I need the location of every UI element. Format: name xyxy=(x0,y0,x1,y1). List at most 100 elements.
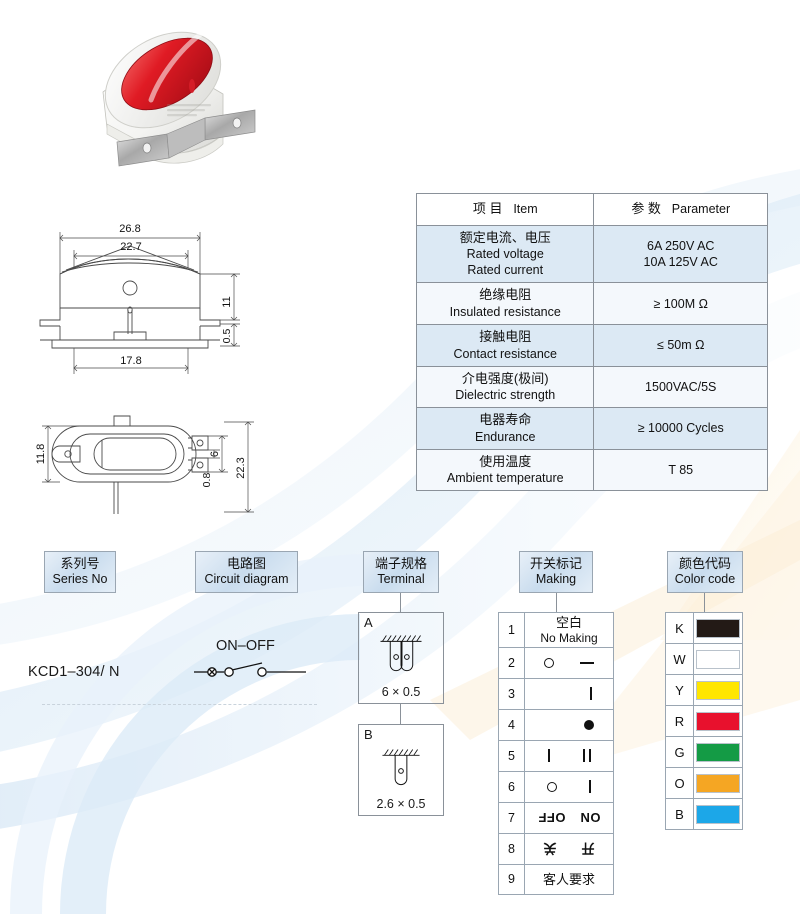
section-header-marking-cn: 开关标记 xyxy=(529,556,582,571)
spec-row-dielectric: 介电强度(极间) Dielectric strength 1500VAC/5S xyxy=(415,365,768,409)
circuit-diagram-symbol xyxy=(194,662,306,677)
spec-param-rated-1: 6A 250V AC xyxy=(647,238,715,253)
section-header-terminal: 端子规格 Terminal xyxy=(363,551,439,593)
color-code-k: K xyxy=(665,612,694,644)
color-code-r: R xyxy=(665,705,694,737)
dim-22-7: 22.7 xyxy=(120,241,141,253)
spec-item-contact-en: Contact resistance xyxy=(453,346,557,361)
dim-26-8: 26.8 xyxy=(119,223,140,235)
marking-row-9-symbol: 客人要求 xyxy=(524,863,614,895)
spec-header-item-en: Item xyxy=(513,202,538,216)
specification-table: 项 目 Item 参 数 Parameter 额定电流、电压 Rated vol… xyxy=(415,193,768,492)
color-swatch-r-cell xyxy=(693,705,743,737)
marking-row: 1 空白 No Making xyxy=(498,612,614,648)
color-swatch-g-cell xyxy=(693,736,743,768)
bar-icon xyxy=(589,780,591,794)
color-code-w: W xyxy=(665,643,694,675)
spec-param-endurance: ≥ 10000 Cycles xyxy=(593,407,768,450)
spec-item-dielectric-en: Dielectric strength xyxy=(455,388,556,403)
spec-param-insulation: ≥ 100M Ω xyxy=(593,282,768,325)
section-header-colorcode-cn: 颜色代码 xyxy=(678,556,731,571)
marking-row-8-no: 8 xyxy=(498,832,525,865)
color-swatch-k xyxy=(696,618,740,638)
dot-icon xyxy=(583,719,594,730)
terminal-a-drawing xyxy=(380,635,422,672)
spec-item-insulation-en: Insulated resistance xyxy=(449,304,561,319)
dim-11-8: 11.8 xyxy=(35,444,47,465)
color-code-g: G xyxy=(665,736,694,768)
color-row: K xyxy=(665,612,743,644)
marking-row-3-no: 3 xyxy=(498,677,525,710)
bar-icon xyxy=(547,749,550,763)
color-swatch-b xyxy=(696,804,740,824)
side-view-drawing: 26.8 22.7 11 0.5 17.8 xyxy=(39,223,240,374)
dim-0-5: 0.5 xyxy=(221,329,233,344)
marking-row-1-en: No Making xyxy=(540,630,598,645)
terminal-b-letter: B xyxy=(364,727,373,742)
circle-icon xyxy=(544,657,554,668)
spec-row-insulation: 绝缘电阻 Insulated resistance ≥ 100M Ω xyxy=(415,282,768,325)
marking-row-6-symbol xyxy=(524,770,614,803)
spec-item-rated: 额定电流、电压 Rated voltage Rated current xyxy=(415,224,595,284)
terminal-a-dimension: 6 × 0.5 xyxy=(381,685,421,699)
color-swatch-b-cell xyxy=(693,798,743,830)
color-row: W xyxy=(665,643,743,675)
dim-6: 6 xyxy=(209,451,221,457)
series-divider xyxy=(42,704,317,705)
section-header-circuit-en: Circuit diagram xyxy=(204,572,289,587)
color-code-y: Y xyxy=(665,674,694,706)
color-swatch-y-cell xyxy=(693,674,743,706)
marking-row-2-no: 2 xyxy=(498,646,525,679)
color-row: R xyxy=(665,705,743,737)
marking-table: 1 空白 No Making 2 3 xyxy=(498,612,614,895)
marking-row-7-right: ON xyxy=(579,810,601,826)
color-swatch-w-cell xyxy=(693,643,743,675)
spec-item-temperature: 使用温度 Ambient temperature xyxy=(415,448,595,492)
connector-terminal-ab xyxy=(400,704,401,724)
spec-param-rated-2: 10A 125V AC xyxy=(643,254,718,269)
spec-param-temperature: T 85 xyxy=(593,448,768,492)
terminal-spec-a: A 6 × 0.5 xyxy=(358,612,444,704)
marking-row: 6 xyxy=(498,770,614,803)
section-header-colorcode: 颜色代码 Color code xyxy=(667,551,743,593)
marking-row-1-no: 1 xyxy=(498,612,525,648)
marking-row-5-no: 5 xyxy=(498,739,525,772)
section-header-series-cn: 系列号 xyxy=(60,556,100,571)
double-bar-icon xyxy=(582,749,591,763)
color-row: O xyxy=(665,767,743,799)
product-photo xyxy=(102,31,256,167)
marking-row: 5 xyxy=(498,739,614,772)
marking-row-8-left: 关 xyxy=(543,841,557,857)
terminal-spec-b: B 2.6 × 0.5 xyxy=(358,724,444,816)
marking-row: 8 关 开 xyxy=(498,832,614,865)
dim-22-3: 22.3 xyxy=(235,457,247,478)
marking-row-4-symbol xyxy=(524,708,614,741)
spec-item-contact-cn: 接触电阻 xyxy=(479,328,532,344)
section-header-terminal-cn: 端子规格 xyxy=(374,556,427,571)
marking-row-4-no: 4 xyxy=(498,708,525,741)
color-code-o: O xyxy=(665,767,694,799)
color-swatch-g xyxy=(696,742,740,762)
marking-row-9-no: 9 xyxy=(498,863,525,895)
spec-item-temperature-en: Ambient temperature xyxy=(446,471,564,486)
spec-row-endurance: 电器寿命 Endurance ≥ 10000 Cycles xyxy=(415,407,768,450)
section-header-circuit-cn: 电路图 xyxy=(226,556,266,571)
marking-row-1-cn: 空白 xyxy=(555,615,582,630)
color-swatch-o-cell xyxy=(693,767,743,799)
color-swatch-y xyxy=(696,680,740,700)
marking-row-7-symbol: OFF ON xyxy=(524,801,614,834)
marking-row-7-no: 7 xyxy=(498,801,525,834)
spec-item-rated-en2: Rated current xyxy=(467,263,544,278)
marking-row-5-symbol xyxy=(524,739,614,772)
series-number-value: KCD1–304/ N xyxy=(28,664,120,680)
spec-item-contact: 接触电阻 Contact resistance xyxy=(415,323,595,367)
color-code-b: B xyxy=(665,798,694,830)
spec-row-contact: 接触电阻 Contact resistance ≤ 50m Ω xyxy=(415,323,768,367)
spec-item-insulation-cn: 绝缘电阻 xyxy=(479,287,532,303)
marking-row-8-right: 开 xyxy=(581,841,595,857)
marking-row: 9 客人要求 xyxy=(498,863,614,895)
spec-header-item-cn: 项 目 xyxy=(472,201,503,216)
marking-row-8-symbol: 关 开 xyxy=(524,832,614,865)
section-header-marking: 开关标记 Making xyxy=(519,551,593,593)
bar-icon xyxy=(589,687,592,701)
